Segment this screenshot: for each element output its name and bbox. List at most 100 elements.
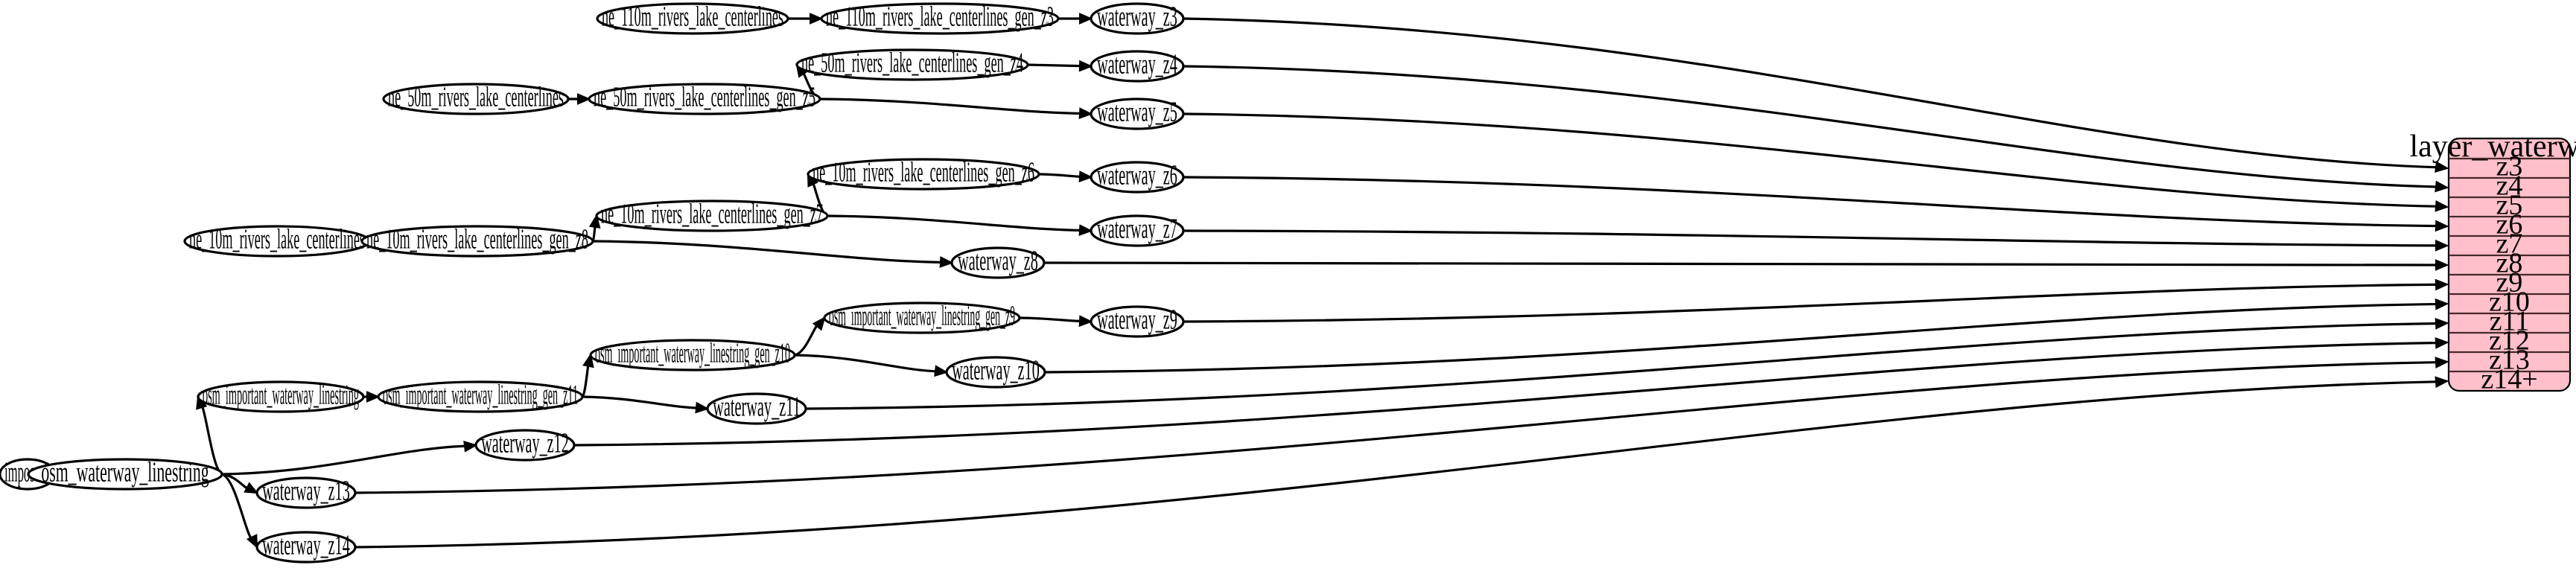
edge-arrowhead <box>2435 200 2449 212</box>
edge-arrowhead <box>2435 278 2449 291</box>
node-shape <box>795 48 1029 81</box>
node-shape <box>1090 2 1185 35</box>
node-waterway_z12[interactable]: waterway_z12 <box>474 428 576 462</box>
node-ne_10m_rivers_lake_centerlines_gen_z6[interactable]: ne_10m_rivers_lake_centerlines_gen_z6 <box>807 157 1040 191</box>
node-waterway_z7[interactable]: waterway_z7 <box>1090 214 1185 247</box>
node-waterway_z8[interactable]: waterway_z8 <box>950 246 1046 279</box>
edge-waterway_z8-to-layer_waterway-z8 <box>1043 261 2441 267</box>
edge-arrowhead <box>1078 315 1093 328</box>
edge-arrowhead <box>2435 376 2449 389</box>
node-label: waterway_z14 <box>262 530 350 561</box>
node-waterway_z11[interactable]: waterway_z11 <box>706 392 807 425</box>
edge-osm_important_waterway_linestring_gen_z10-to-osm_important_waterway_linestring_gen_z9 <box>794 322 821 357</box>
node-ne_50m_rivers_lake_centerlines_gen_z4[interactable]: ne_50m_rivers_lake_centerlines_gen_z4 <box>795 48 1029 81</box>
table-body <box>2447 137 2572 392</box>
edge-arrowhead <box>2435 357 2449 368</box>
node-shape <box>589 339 796 371</box>
node-osm_waterway_linestring[interactable]: osm_waterway_linestring <box>27 457 223 491</box>
edge-osm_important_waterway_linestring_gen_z11-to-waterway_z11 <box>582 395 702 409</box>
node-shape <box>706 392 807 425</box>
node-label: waterway_z10 <box>952 355 1040 386</box>
table-row-label: z8 <box>2496 248 2523 279</box>
node-ne_50m_rivers_lake_centerlines_gen_z5[interactable]: ne_50m_rivers_lake_centerlines_gen_z5 <box>588 82 821 115</box>
node-waterway_z13[interactable]: waterway_z13 <box>255 476 357 509</box>
node-label: waterway_z11 <box>713 392 801 423</box>
table-row-label: z5 <box>2496 190 2523 221</box>
node-label: waterway_z7 <box>1097 214 1177 245</box>
node-shape <box>382 83 570 115</box>
edge-waterway_z7-to-layer_waterway-z7 <box>1183 229 2441 247</box>
node-label: ne_10m_rivers_lake_centerlines <box>189 224 365 255</box>
edge-arrowhead <box>695 401 710 414</box>
table-row-label: z12 <box>2489 325 2530 357</box>
node-shape <box>255 476 357 509</box>
node-waterway_z6[interactable]: waterway_z6 <box>1090 160 1185 194</box>
node-waterway_z10[interactable]: waterway_z10 <box>945 355 1046 389</box>
node-shape <box>1090 50 1185 83</box>
edge-arrowhead <box>2435 161 2449 173</box>
node-osm_important_waterway_linestring[interactable]: osm_important_waterway_linestring <box>197 380 365 413</box>
node-ne_10m_rivers_lake_centerlines_gen_z8[interactable]: ne_10m_rivers_lake_centerlines_gen_z8 <box>360 224 594 258</box>
node-ne_10m_rivers_lake_centerlines[interactable]: ne_10m_rivers_lake_centerlines <box>183 224 371 258</box>
edge-waterway_z13-to-layer_waterway-z13 <box>354 360 2441 494</box>
nodes-layer: imposm3osm_waterway_linestringosm_import… <box>0 1 1185 564</box>
table-row-label: z6 <box>2496 209 2523 240</box>
edge-arrowhead <box>2435 239 2449 252</box>
node-label: waterway_z9 <box>1097 304 1177 336</box>
node-waterway_z5[interactable]: waterway_z5 <box>1090 97 1185 130</box>
edge-arrowhead <box>812 316 826 331</box>
node-shape <box>950 246 1046 279</box>
node-waterway_z9[interactable]: waterway_z9 <box>1090 304 1185 338</box>
node-label: ne_50m_rivers_lake_centerlines <box>388 82 564 113</box>
node-shape <box>1090 214 1185 247</box>
table-row-label: z3 <box>2496 151 2523 182</box>
layer-waterway-table: layer_waterwayz3z4z5z6z7z8z9z10z11z12z13… <box>2409 130 2576 395</box>
node-waterway_z14[interactable]: waterway_z14 <box>255 530 357 564</box>
edge-osm_important_waterway_linestring_gen_z9-to-waterway_z9 <box>1019 316 1085 323</box>
node-shape <box>377 380 584 413</box>
table-row-label: z14+ <box>2481 364 2537 395</box>
edge-arrowhead <box>576 93 591 105</box>
node-shape <box>807 158 1040 191</box>
node-osm_important_waterway_linestring_gen_z10[interactable]: osm_important_waterway_linestring_gen_z1… <box>589 338 796 371</box>
node-shape <box>820 2 1060 35</box>
edge-waterway_z12-to-layer_waterway-z12 <box>573 341 2441 447</box>
edge-arrowhead <box>1078 224 1093 236</box>
node-label: waterway_z4 <box>1097 49 1177 80</box>
node-label: ne_50m_rivers_lake_centerlines_gen_z5 <box>594 82 815 113</box>
node-shape <box>1090 161 1185 194</box>
table-row-label: z11 <box>2490 306 2529 337</box>
edge-arrowhead <box>246 534 258 549</box>
edge-arrowhead <box>2435 259 2449 271</box>
node-waterway_z3[interactable]: waterway_z3 <box>1090 1 1185 35</box>
table-row-label: z4 <box>2496 170 2523 202</box>
node-ne_110m_rivers_lake_centerlines_gen_z3[interactable]: ne_110m_rivers_lake_centerlines_gen_z3 <box>820 1 1060 35</box>
edge-osm_waterway_linestring-to-waterway_z12 <box>221 444 470 476</box>
table-row-label: z13 <box>2489 345 2530 376</box>
node-shape <box>945 356 1046 389</box>
edge-ne_10m_rivers_lake_centerlines_gen_z6-to-waterway_z6 <box>1038 173 1085 179</box>
edge-arrowhead <box>2435 317 2449 330</box>
node-ne_10m_rivers_lake_centerlines_gen_z7[interactable]: ne_10m_rivers_lake_centerlines_gen_z7 <box>595 199 829 232</box>
node-label: waterway_z13 <box>262 476 350 507</box>
node-shape <box>255 531 357 564</box>
node-label: ne_110m_rivers_lake_centerlines_gen_z3 <box>826 1 1054 33</box>
node-shape <box>360 225 594 258</box>
edge-osm_important_waterway_linestring_gen_z10-to-waterway_z10 <box>794 354 941 373</box>
edge-arrowhead <box>582 353 594 368</box>
node-osm_important_waterway_linestring_gen_z9[interactable]: osm_important_waterway_linestring_gen_z9 <box>823 301 1021 334</box>
node-waterway_z4[interactable]: waterway_z4 <box>1090 49 1185 83</box>
edge-arrowhead <box>244 482 259 494</box>
edge-ne_10m_rivers_lake_centerlines_gen_z8-to-waterway_z8 <box>592 240 946 264</box>
node-osm_important_waterway_linestring_gen_z11[interactable]: osm_important_waterway_linestring_gen_z1… <box>377 380 584 413</box>
node-ne_50m_rivers_lake_centerlines[interactable]: ne_50m_rivers_lake_centerlines <box>382 82 570 115</box>
node-label: waterway_z12 <box>481 428 569 459</box>
node-shape <box>474 429 576 462</box>
edge-waterway_z4-to-layer_waterway-z4 <box>1183 65 2441 188</box>
edges-layer <box>26 13 2449 549</box>
node-shape <box>1090 98 1185 130</box>
edge-arrowhead <box>2435 180 2449 193</box>
node-ne_110m_rivers_lake_centerlines[interactable]: ne_110m_rivers_lake_centerlines <box>596 1 789 35</box>
edge-arrowhead <box>939 256 954 268</box>
